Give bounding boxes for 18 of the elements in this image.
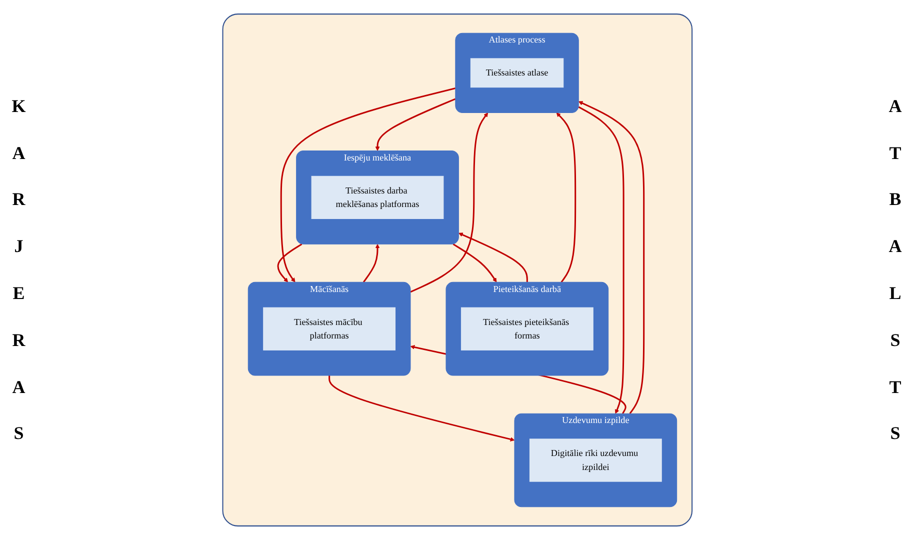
vertical-label: K A R J E R A S — [10, 94, 27, 446]
arrow — [578, 106, 624, 414]
arrow — [280, 88, 456, 282]
arrow — [374, 98, 456, 151]
arrow — [362, 244, 380, 283]
arrow — [276, 243, 302, 282]
vertical-label: A T B A L S T S — [888, 94, 903, 446]
arrow — [328, 376, 514, 442]
arrow — [452, 243, 496, 282]
arrow — [458, 232, 528, 282]
text-box: Tiešsaistes pieteikšanās formas — [460, 307, 593, 350]
arrow — [410, 112, 488, 293]
text-box: Tiešsaistes darba meklēšanas platformas — [310, 176, 444, 220]
arrow — [578, 101, 644, 414]
text-box: Tiešsaistes mācību platformas — [262, 307, 396, 350]
text-box: Tiešsaistes atlase — [470, 58, 564, 88]
arrow — [556, 112, 576, 283]
text-box: Digitālie rīki uzdevumu izpildei — [529, 438, 662, 482]
